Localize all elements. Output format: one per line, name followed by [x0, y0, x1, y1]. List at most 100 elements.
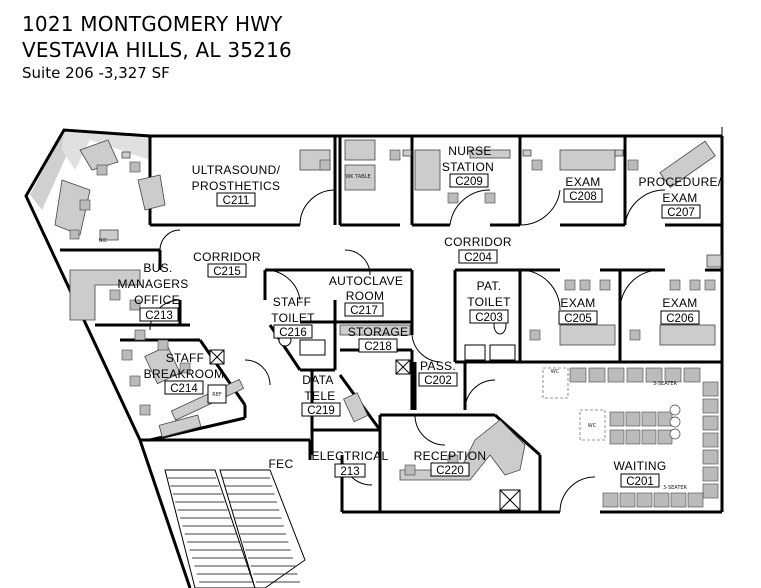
room-bus-managers: BUS. MANAGERS OFFICE C213: [117, 261, 188, 322]
room-code: C218: [364, 341, 392, 353]
room-fec: FEC: [269, 457, 294, 471]
waiting-chair: [609, 411, 625, 427]
waiting-chair: [702, 398, 719, 414]
room-electrical: ELECTRICAL 213: [311, 449, 388, 478]
address-line-2: VESTAVIA HILLS, AL 35216: [22, 38, 292, 62]
room-pat-toilet: PAT. TOILET C203: [467, 279, 511, 324]
waiting-chair: [602, 492, 619, 508]
room-nurse-station: NURSE STATION C209: [442, 144, 494, 188]
room-exam-206: EXAM C206: [660, 296, 700, 325]
ref-label: REF: [212, 392, 222, 398]
room-name: STAFF: [166, 351, 205, 365]
wc-label-1: WC: [551, 369, 560, 375]
waiting-chair: [683, 367, 701, 383]
room-exam-208: EXAM C208: [563, 175, 603, 203]
room-name: BUS.: [143, 261, 172, 275]
room-code-box: [418, 372, 458, 387]
room-code-box: [469, 309, 509, 324]
room-corridor-204: CORRIDOR C204: [444, 235, 512, 264]
side-table: [669, 404, 681, 416]
room-name: RECEPTION: [414, 449, 487, 463]
room-name: PROSTHETICS: [192, 179, 281, 193]
room-name: CORRIDOR: [444, 235, 512, 249]
door-swings: [149, 189, 666, 513]
waiting-chair: [653, 492, 670, 508]
room-code-box: [661, 204, 701, 219]
waiting-chair: [702, 432, 719, 448]
room-code-box: [430, 462, 470, 477]
suite-info: Suite 206 -3,327 SF: [22, 64, 170, 82]
room-code: C209: [455, 176, 483, 188]
room-storage: STORAGE C218: [348, 325, 409, 353]
room-name: FEC: [269, 457, 294, 471]
waiting-chair: [657, 411, 673, 427]
room-reception: RECEPTION C220: [414, 449, 487, 477]
room-pass: PASS. C202: [418, 359, 458, 387]
room-name: STAFF: [273, 295, 312, 309]
room-name: CORRIDOR: [193, 250, 261, 264]
room-code: C213: [145, 310, 173, 322]
room-name: STORAGE: [348, 325, 409, 339]
room-waiting: WAITING C201: [614, 459, 667, 488]
room-name: OFFICE: [134, 293, 180, 307]
waiting-chair: [619, 492, 636, 508]
room-autoclave: AUTOCLAVE ROOM C217: [329, 274, 403, 317]
room-name: BREAKROOM: [144, 367, 225, 381]
room-data-tele: DATA TELE C219: [301, 373, 341, 417]
outer-walls: [24, 127, 724, 588]
room-name: MANAGERS: [117, 277, 188, 291]
room-code: C214: [170, 383, 198, 395]
waiting-chair: [702, 466, 719, 482]
room-name: ROOM: [346, 289, 385, 303]
room-code-box: [301, 402, 341, 417]
room-name: NURSE: [448, 144, 492, 158]
seater-top-label: 3-SEATER: [653, 381, 678, 387]
waiting-chair: [636, 492, 653, 508]
waiting-chair: [641, 411, 657, 427]
waiting-chair: [687, 492, 704, 508]
nic-label: NIC: [99, 238, 108, 244]
room-name: AUTOCLAVE: [329, 274, 403, 288]
room-code: C203: [475, 312, 503, 324]
room-name: STATION: [442, 160, 494, 174]
waiting-chair: [641, 429, 657, 445]
room-name: PROCEDURE/: [638, 175, 721, 189]
room-code-box: [458, 249, 498, 264]
side-table: [669, 428, 681, 440]
room-code: C216: [279, 327, 307, 339]
shaded-area: [62, 130, 150, 170]
room-code: C204: [464, 252, 492, 264]
waiting-chair: [670, 492, 687, 508]
room-code-box: [216, 192, 256, 207]
room-code: C202: [424, 375, 452, 387]
room-code-box: [620, 473, 660, 488]
room-name: EXAM: [560, 296, 595, 310]
room-name: TELE: [304, 389, 335, 403]
room-name: PAT.: [477, 279, 502, 293]
room-name: EXAM: [662, 296, 697, 310]
room-code: C208: [569, 191, 597, 203]
room-procedure: PROCEDURE/ EXAM C207: [638, 175, 721, 219]
room-code: C217: [350, 305, 378, 317]
waiting-chair: [625, 429, 641, 445]
waiting-chair: [664, 367, 682, 383]
address-line-1: 1021 MONTGOMERY HWY: [22, 12, 283, 36]
chairs: [69, 149, 716, 476]
wc-outlines: [542, 367, 606, 441]
room-code: C201: [626, 476, 654, 488]
room-code-box: [344, 302, 384, 317]
waiting-chair: [625, 411, 641, 427]
seater-bottom-label: 3-SEATER: [663, 485, 688, 491]
room-breakroom: STAFF BREAKROOM C214: [144, 351, 225, 395]
room-code-box: [139, 307, 179, 322]
room-name: ELECTRICAL: [311, 449, 388, 463]
waiting-chair: [702, 483, 719, 499]
room-code: C206: [666, 313, 694, 325]
room-code: C215: [213, 266, 241, 278]
waiting-chair: [645, 367, 663, 383]
room-code: C220: [436, 465, 464, 477]
room-ultrasound: ULTRASOUND/ PROSTHETICS C211: [192, 163, 281, 207]
room-name: WAITING: [614, 459, 667, 473]
side-table: [669, 416, 681, 428]
